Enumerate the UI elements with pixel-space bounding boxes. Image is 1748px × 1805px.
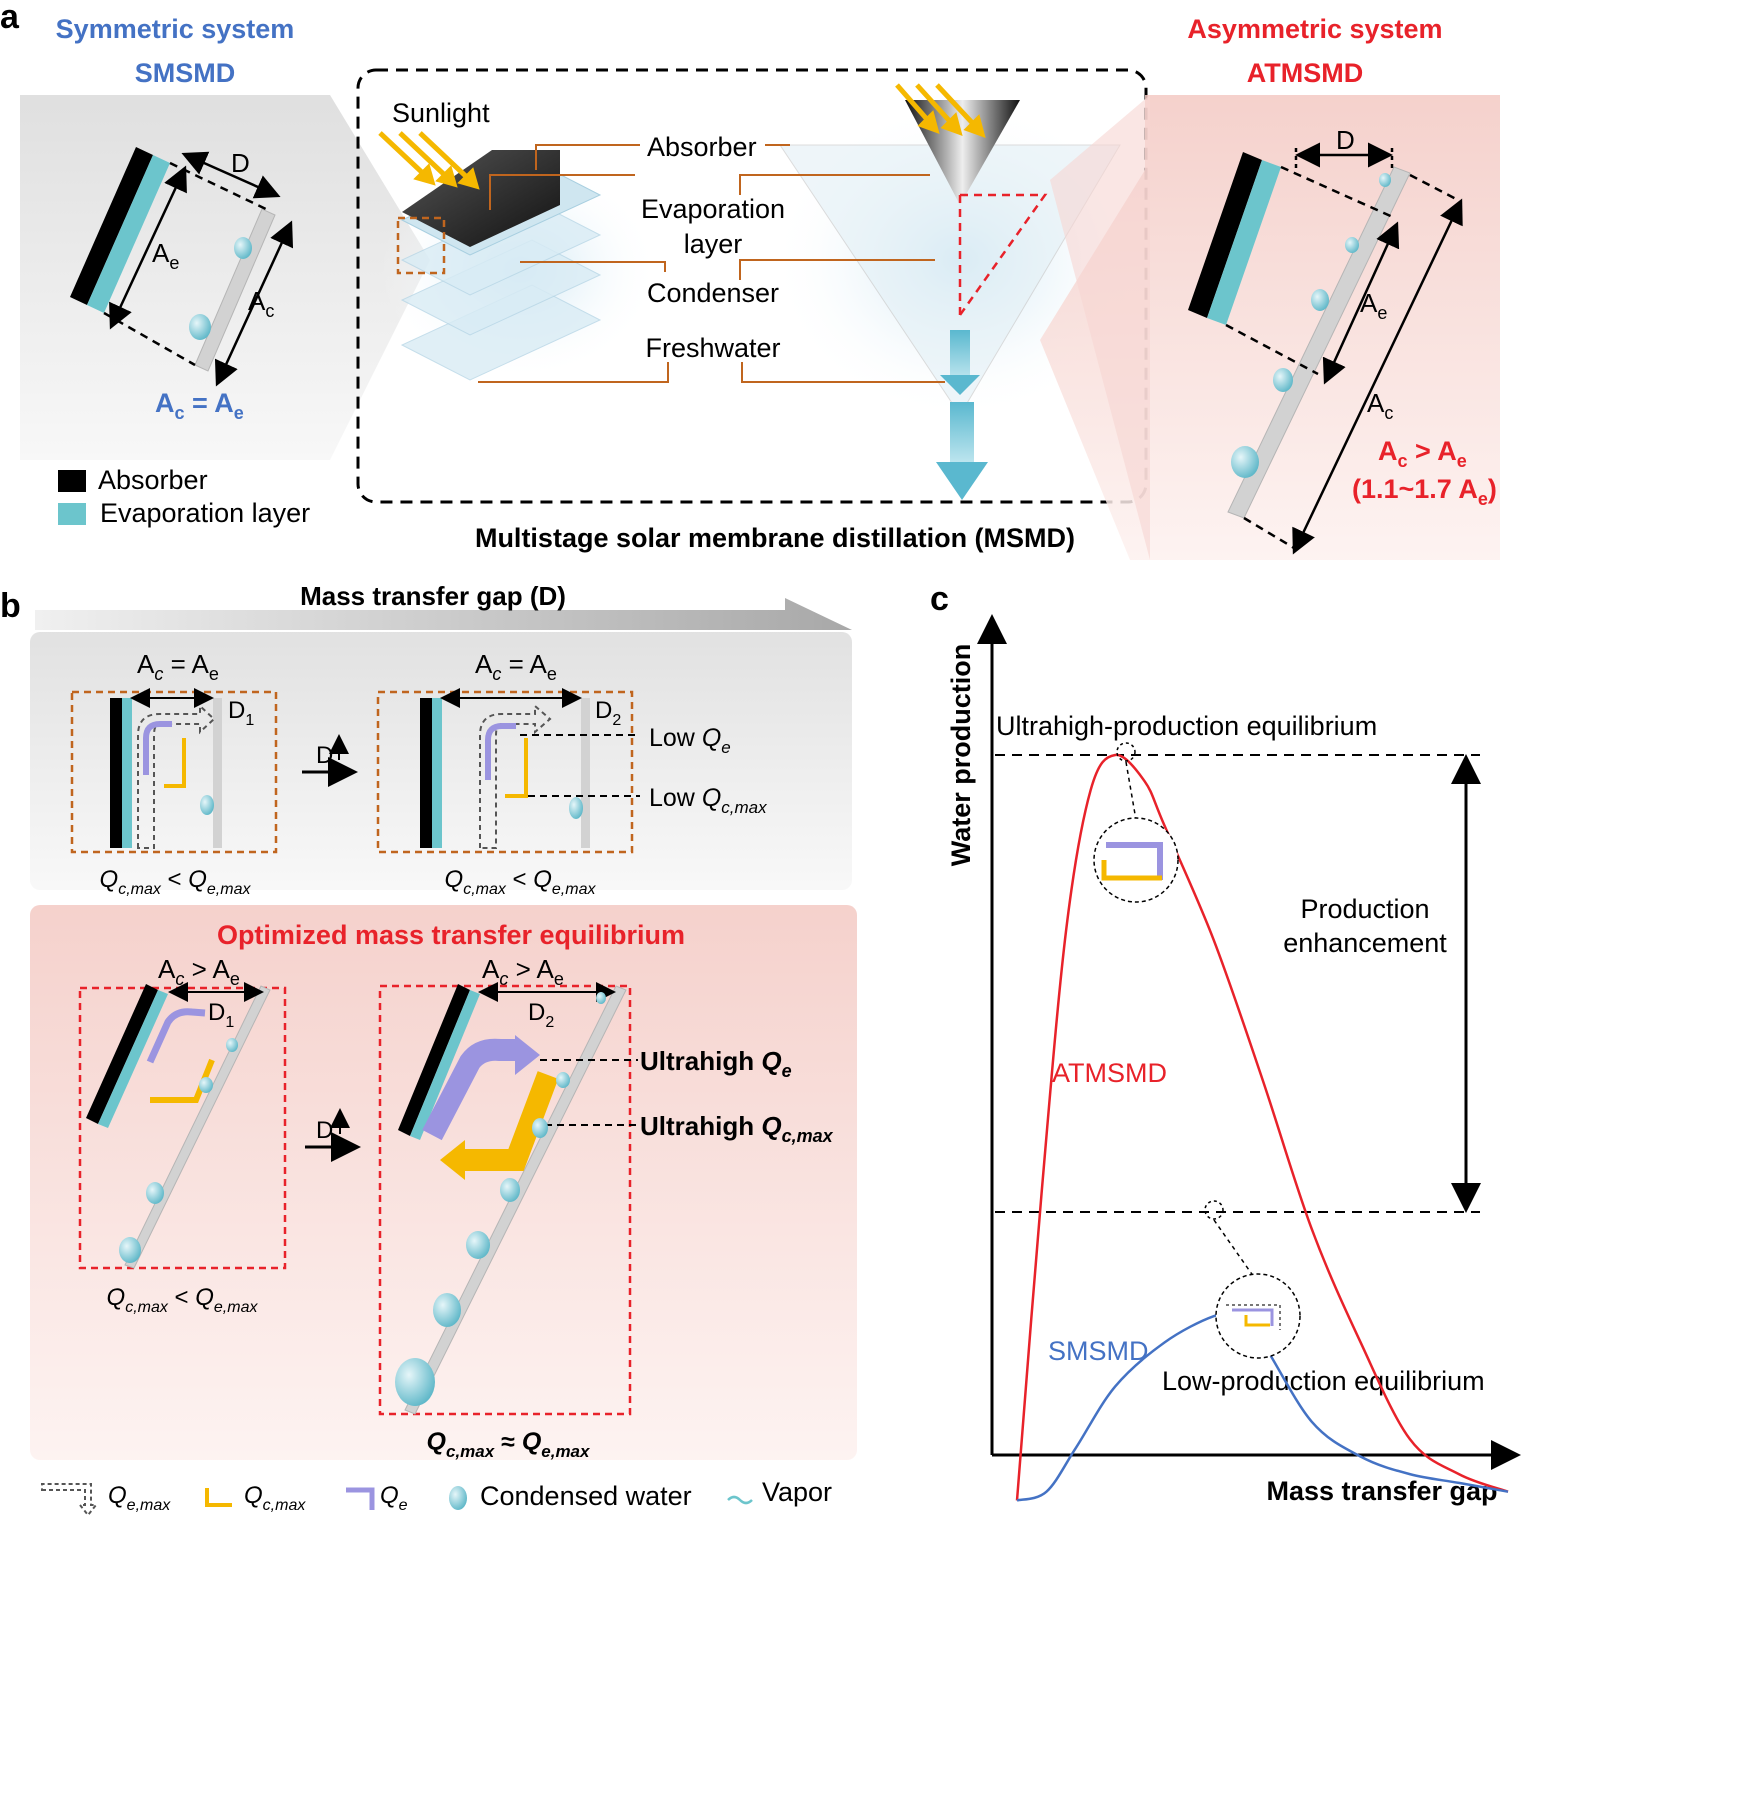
label-layer: layer	[684, 229, 743, 259]
asymmetric-gap-d1: Ac > Ae D1 Qc,max < Qe,max	[78, 954, 287, 1316]
enhancement-label-2: enhancement	[1283, 928, 1447, 958]
svg-text:D: D	[316, 1117, 333, 1144]
gap-direction-arrow	[35, 598, 852, 630]
svg-text:Qc,max < Qe,max: Qc,max < Qe,max	[100, 866, 252, 898]
condensed-droplet	[189, 314, 211, 340]
sunlight-label: Sunlight	[392, 98, 490, 128]
svg-text:D1: D1	[208, 999, 234, 1031]
legend-vapor: Vapor	[762, 1477, 832, 1507]
low-equilibrium-inset	[1215, 1273, 1301, 1359]
msmd-caption: Multistage solar membrane distillation (…	[475, 523, 1075, 553]
panel-letter-a: a	[0, 0, 20, 36]
low-equilibrium-label: Low-production equilibrium	[1162, 1366, 1485, 1396]
y-axis-label: Water production	[946, 644, 976, 867]
asymmetric-area-equation: Ac > Ae	[1378, 436, 1467, 471]
svg-text:Ac = Ae: Ac = Ae	[475, 649, 557, 684]
panel-letter-c: c	[930, 580, 949, 618]
label-condenser: Condenser	[647, 278, 779, 308]
condensed-droplet	[234, 237, 252, 259]
low-qe-label: Low Qe	[649, 724, 731, 757]
water-production-chart: Water production Mass transfer gap Ultra…	[946, 614, 1521, 1506]
gap-increase-arrow: D	[305, 1108, 361, 1162]
ultra-equilibrium-label: Ultrahigh-production equilibrium	[996, 711, 1377, 741]
svg-text:Qc,max < Qe,max: Qc,max < Qe,max	[107, 1284, 259, 1316]
panel-letter-b: b	[0, 587, 21, 625]
legend-panel-a: Absorber Evaporation layer	[58, 465, 310, 528]
label-absorber: Absorber	[647, 132, 757, 162]
ultrahigh-qc-label: Ultrahigh Qc,max	[640, 1111, 834, 1146]
label-evaporation: Evaporation	[641, 194, 785, 224]
ultra-equilibrium-inset	[1093, 817, 1179, 903]
smsmd-title: SMSMD	[135, 58, 236, 88]
svg-text:D2: D2	[528, 999, 554, 1031]
x-axis-label: Mass transfer gap	[1266, 1476, 1497, 1506]
label-freshwater: Freshwater	[645, 333, 780, 363]
freshwater-arrow	[950, 402, 974, 464]
ultrahigh-qe-label: Ultrahigh Qe	[640, 1046, 792, 1081]
low-qc-label: Low Qc,max	[649, 784, 767, 817]
legend-evaporation-layer: Evaporation layer	[100, 498, 310, 528]
evaporation-layer	[1207, 160, 1281, 325]
svg-text:Qc,max < Qe,max: Qc,max < Qe,max	[445, 866, 597, 898]
gap-label-d: D	[1336, 125, 1355, 155]
svg-text:Qc,max ≈ Qe,max: Qc,max ≈ Qe,max	[427, 1428, 591, 1461]
asymmetric-ratio: (1.1~1.7 Ae)	[1352, 474, 1497, 509]
symmetric-title: Symmetric system	[56, 14, 295, 44]
cone-sunlight-arrows	[895, 83, 986, 138]
legend-condensed-water: Condensed water	[480, 1481, 692, 1511]
area-c-label: Ac	[248, 286, 274, 321]
asymmetric-title: Asymmetric system	[1187, 14, 1442, 44]
svg-text:D1: D1	[228, 697, 254, 729]
svg-text:D: D	[316, 742, 333, 769]
absorber-plate	[1188, 152, 1262, 318]
svg-text:Qe,max: Qe,max	[108, 1482, 171, 1514]
svg-text:Qc,max: Qc,max	[244, 1482, 306, 1514]
symmetric-system-card: Symmetric system SMSMD D Ae Ac Ac = Ae	[20, 14, 430, 460]
atmsmd-title: ATMSMD	[1247, 58, 1363, 88]
area-c-label: Ac	[1367, 388, 1393, 423]
asymmetric-gap-d2: Ac > Ae D2 Ultrahigh Qe Ultrahigh Qc,max…	[378, 954, 834, 1461]
gap-arrow-label: Mass transfer gap (D)	[300, 581, 566, 611]
series-label-atmsmd: ATMSMD	[1052, 1058, 1167, 1088]
legend-absorber: Absorber	[98, 465, 208, 495]
symmetric-area-equation: Ac = Ae	[155, 388, 244, 423]
msmd-center-diagram: Sunlight Absorber Evaporation layer C	[356, 68, 1150, 504]
gap-increase-arrow: D	[302, 734, 358, 787]
svg-text:Ac > Ae: Ac > Ae	[482, 954, 564, 989]
enhancement-label-1: Production	[1300, 894, 1429, 924]
legend-panel-b: Qe,max Qc,max Qe Condensed water Vapor	[41, 1477, 832, 1517]
series-label-smsmd: SMSMD	[1048, 1336, 1149, 1366]
symmetric-gap-d2: Ac = Ae D2 Low Qe Low Qc,max Qc,max < Qe…	[376, 649, 767, 898]
svg-text:D2: D2	[595, 697, 621, 729]
area-e-label: Ae	[152, 238, 179, 273]
sunlight-arrows	[378, 131, 480, 190]
svg-text:Ac = Ae: Ac = Ae	[137, 649, 219, 684]
optimized-title: Optimized mass transfer equilibrium	[217, 920, 685, 950]
svg-text:Qe: Qe	[380, 1482, 408, 1514]
symmetric-gap-d1: Ac = Ae D1 Qc,max < Qe,max	[70, 649, 278, 898]
asymmetric-system-card: Asymmetric system ATMSMD D Ae Ac Ac > Ae…	[1040, 14, 1500, 560]
svg-text:Ac > Ae: Ac > Ae	[158, 954, 240, 989]
gap-label-d: D	[231, 148, 250, 178]
